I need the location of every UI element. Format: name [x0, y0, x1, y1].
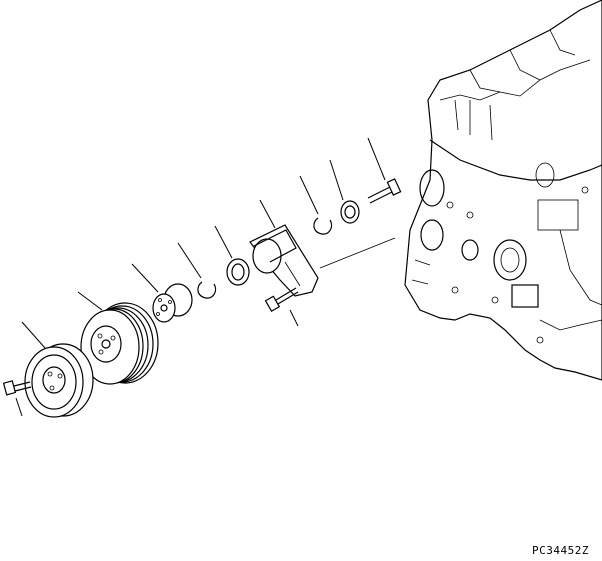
leader-seal-ring: [329, 159, 344, 201]
short-bolt: [264, 287, 299, 313]
assembly-axis-line: [319, 237, 396, 269]
leader-snap-ring-outer: [299, 175, 319, 215]
pulley-hub: [152, 283, 193, 323]
grooved-pulley: [80, 302, 159, 385]
leader-idler-bracket: [259, 199, 276, 229]
idler-bracket: [249, 224, 319, 297]
leader-grooved-pulley: [77, 291, 103, 311]
leader-front-pulley: [21, 321, 46, 349]
leader-long-bolt: [367, 137, 386, 181]
long-bolt: [367, 178, 402, 204]
front-bolt: [2, 380, 32, 396]
leader-front-bolt: [15, 397, 23, 417]
engine-block: [404, 0, 602, 381]
snap-ring-inner: [197, 281, 217, 299]
leader-bushing: [214, 225, 233, 259]
leader-pulley-hub: [131, 263, 159, 293]
leader-short-bolt: [289, 309, 299, 327]
leader-snap-ring-inner: [177, 242, 202, 279]
snap-ring-outer: [313, 217, 333, 235]
front-pulley: [24, 343, 94, 418]
bushing: [226, 258, 250, 286]
drawing-reference-code: PC34452Z: [532, 544, 589, 557]
seal-ring: [340, 200, 360, 224]
